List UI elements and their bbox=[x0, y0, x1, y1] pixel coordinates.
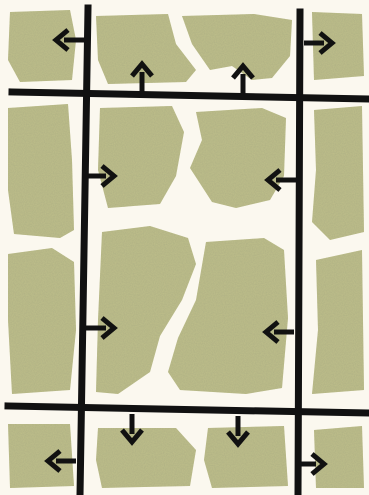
soil-patch bbox=[312, 12, 364, 80]
soil-patch bbox=[314, 426, 364, 488]
soil-patch bbox=[8, 424, 74, 488]
soil-patch bbox=[312, 250, 364, 394]
soil-patch bbox=[96, 428, 196, 488]
soil-patch bbox=[312, 106, 364, 240]
crack-line-vertical-right bbox=[298, 12, 300, 495]
soil-patch bbox=[8, 248, 76, 394]
soil-patch bbox=[8, 104, 74, 238]
